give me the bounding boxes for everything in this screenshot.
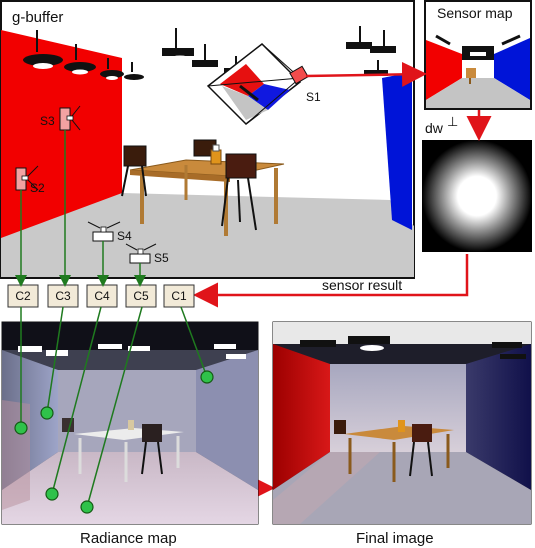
sensor-label-s4: S4 [117, 229, 132, 243]
sensor-label-s2: S2 [30, 181, 45, 195]
gbuffer-floor [1, 190, 414, 277]
radiance-map-caption: Radiance map [80, 530, 177, 547]
arrow-s1-to-sensor-map [305, 61, 427, 87]
lamp-icon [162, 28, 194, 61]
sensor-map-title: Sensor map [437, 5, 513, 21]
cell-row: C2 C3 C4 C5 C1 [7, 284, 195, 308]
lamp-icon [23, 30, 63, 69]
lamp-icon [124, 62, 144, 80]
gbuffer-red-wall [1, 30, 122, 238]
cell-label: C5 [133, 289, 149, 303]
arrow-dw-to-c1 [193, 254, 469, 308]
cell-label: C3 [55, 289, 71, 303]
sensor-s1-frustum [206, 43, 309, 125]
sensor-label-s1: S1 [306, 90, 321, 104]
sensor-label-s5: S5 [154, 251, 169, 265]
ceiling-lamps-left [23, 30, 144, 80]
cell-label: C1 [171, 289, 187, 303]
final-image-lamps [300, 336, 526, 359]
cell-box [163, 284, 195, 308]
lamp-icon [370, 30, 396, 53]
lamp-icon [64, 44, 96, 75]
sensor-label-s3: S3 [40, 114, 55, 128]
lamp-icon [192, 44, 218, 71]
gbuffer-blue-wall [382, 72, 412, 230]
radiance-sample-dot [40, 406, 54, 420]
sensor-s2 [15, 165, 39, 191]
gbuffer-title: g-buffer [12, 9, 63, 26]
radiance-sample-dot [80, 500, 94, 514]
red-arrows [193, 61, 492, 501]
cell-c3: C3 [47, 284, 79, 308]
link-c3-radiance [46, 306, 64, 414]
radiance-sample-dot [45, 487, 59, 501]
table-and-chairs [121, 139, 285, 236]
sensor-result-label: sensor result [322, 277, 402, 293]
dw-label: dw [425, 120, 444, 136]
cell-c5: C5 [125, 284, 157, 308]
link-c5-radiance [86, 306, 143, 508]
lamp-icon [364, 60, 388, 76]
cell-label: C4 [94, 289, 110, 303]
dw-panel: dw ⊥ [422, 114, 532, 252]
radiance-sample-dot [14, 421, 28, 435]
cell-c4: C4 [86, 284, 118, 308]
gbuffer-panel: S1 S2 S3 S4 [0, 0, 415, 279]
link-c4-radiance [51, 306, 102, 495]
radiance-map-panel [1, 321, 259, 525]
lamp-icon [100, 58, 124, 80]
cell-label: C2 [15, 289, 31, 303]
cell-c1: C1 [163, 284, 195, 308]
cell-c2: C2 [7, 284, 39, 308]
ceiling-lamps-middle [162, 28, 246, 74]
radiance-lamps [18, 344, 246, 359]
green-links [14, 130, 214, 514]
radiance-sample-dot [200, 370, 214, 384]
final-image-caption: Final image [356, 530, 434, 547]
sensor-map-panel: Sensor map [424, 0, 532, 110]
final-image-panel [272, 321, 532, 525]
lamp-icon [346, 26, 372, 49]
sensor-s5 [125, 243, 157, 264]
link-c1-radiance [180, 306, 208, 378]
dw-perp-symbol: ⊥ [447, 114, 458, 129]
ceiling-lamps-right [346, 26, 396, 76]
